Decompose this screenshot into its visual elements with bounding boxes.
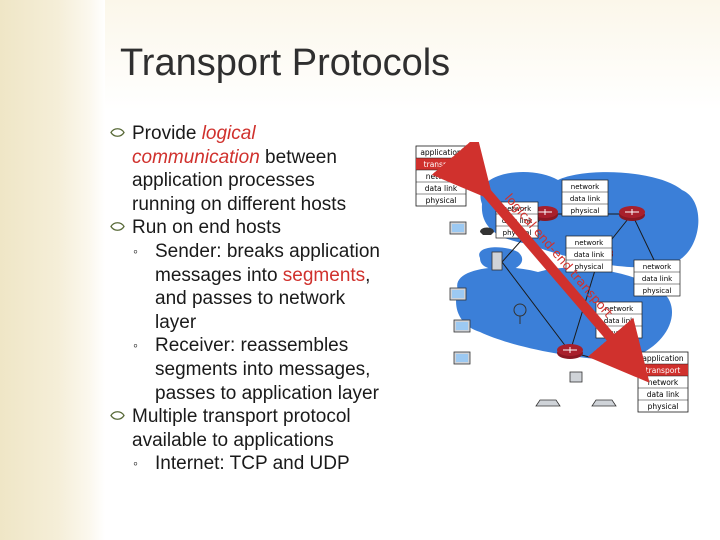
bullet-list: Provide logical communication between ap…: [110, 122, 402, 476]
decorative-title-band: [105, 0, 720, 110]
bullet-text: Sender: breaks application: [155, 240, 380, 262]
stack-layer-label: network: [575, 239, 604, 247]
router-icon: [619, 206, 645, 221]
bullet-text: and passes to network: [155, 288, 346, 310]
bullet-text: available to applications: [132, 429, 334, 451]
stack-layer-label: data link: [647, 390, 680, 399]
subbullet-internet: ◦ Internet: TCP and UDP: [110, 452, 402, 476]
bullet-text: passes to application layer: [155, 382, 379, 404]
communication-highlight: communication: [132, 146, 260, 168]
stack-layer-label: transport: [646, 366, 681, 375]
stack-layer-label: application: [642, 354, 684, 363]
router-icon: [557, 344, 583, 359]
protocol-stack-left: application transport network data link …: [415, 145, 467, 207]
stack-layer-label: network: [571, 183, 600, 191]
bullet-text: segments into messages,: [155, 358, 371, 380]
slide-title: Transport Protocols: [120, 42, 451, 84]
stack-layer-label: network: [648, 378, 679, 387]
bullet-prefix-text: Provide: [132, 123, 202, 144]
stack-layer-label: transport: [424, 160, 459, 169]
bullet-text: ,: [365, 264, 371, 286]
bullet-provide-logical-communication: Provide logical communication between ap…: [110, 122, 402, 216]
bullet-text: Internet: TCP and UDP: [155, 453, 350, 475]
sub-bullet-marker-icon: ◦: [133, 455, 138, 472]
network-diagram: application transport network data link …: [415, 142, 699, 413]
laptop-icon: [535, 371, 617, 407]
stack-layer-label: physical: [643, 287, 672, 295]
stack-layer-label: data link: [570, 195, 601, 203]
router-stack-c: network data link physical: [633, 259, 681, 297]
bullet-text: Multiple transport protocol: [132, 406, 351, 428]
decorative-side-band: [0, 0, 105, 540]
stack-layer-label: data link: [604, 317, 635, 325]
bullet-run-on-end-hosts: Run on end hosts: [110, 216, 402, 240]
logical-highlight: logical: [201, 123, 256, 144]
bullet-text: running on different hosts: [132, 193, 347, 215]
bullet-marker-icon: [110, 411, 125, 421]
protocol-stack-right: application transport network data link …: [637, 351, 689, 413]
subbullet-sender: ◦ Sender: breaks application messages in…: [110, 240, 402, 334]
sub-bullet-marker-icon: ◦: [133, 337, 138, 354]
sub-bullet-marker-icon: ◦: [133, 242, 138, 259]
bullet-text: between: [259, 146, 337, 168]
bullet-text: layer: [155, 311, 197, 333]
stack-layer-label: data link: [642, 275, 673, 283]
stack-layer-label: network: [643, 263, 672, 271]
stack-layer-label: network: [426, 172, 457, 181]
stack-layer-label: physical: [571, 207, 600, 215]
bullet-marker-icon: [110, 128, 125, 137]
bullet-multiple-protocols: Multiple transport protocol available to…: [110, 405, 402, 452]
stack-layer-label: physical: [648, 402, 679, 411]
bullet-text: messages into: [155, 264, 283, 286]
stack-layer-label: data link: [425, 184, 458, 193]
bullet-text: Run on end hosts: [132, 217, 281, 239]
bullet-text: application processes: [132, 170, 315, 192]
segments-highlight: segments: [282, 264, 366, 286]
subbullet-receiver: ◦ Receiver: reassembles segments into me…: [110, 334, 402, 405]
bullet-text: Receiver: reassembles: [155, 335, 349, 357]
stack-layer-label: application: [420, 148, 462, 157]
bullet-marker-icon: [110, 222, 125, 232]
end-to-end-arrow: [431, 142, 650, 383]
stack-layer-label: data link: [574, 251, 605, 259]
router-stack-a: network data link physical: [561, 179, 609, 217]
stack-layer-label: physical: [426, 196, 457, 205]
